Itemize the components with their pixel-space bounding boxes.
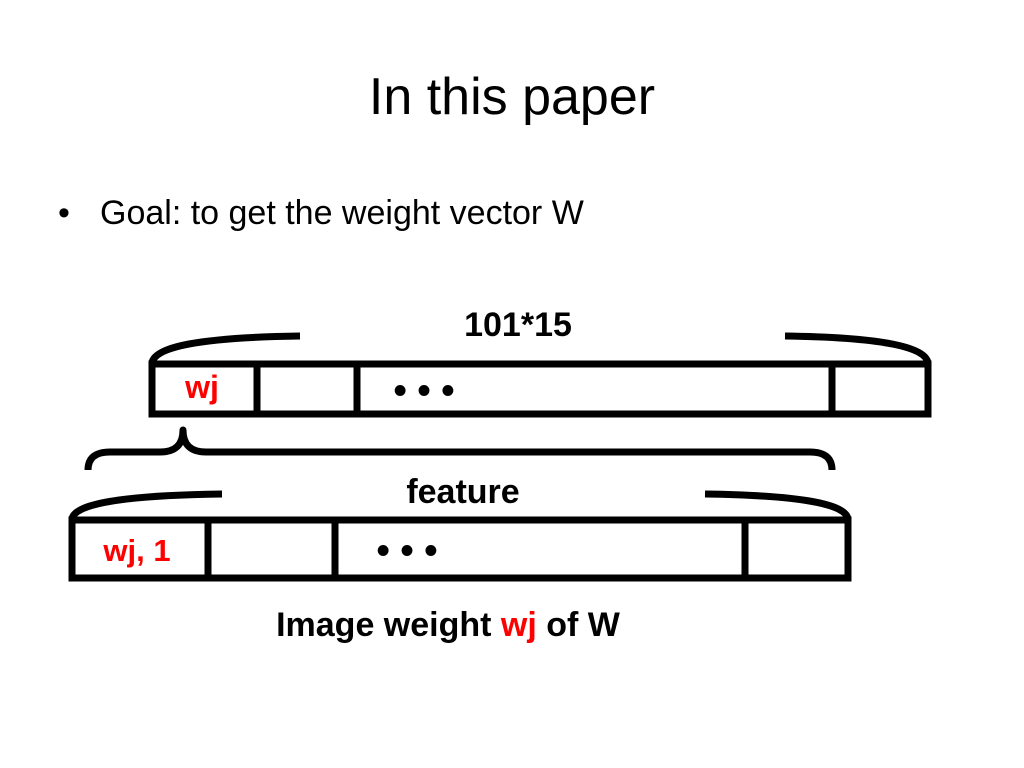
goal-bullet: • Goal: to get the weight vector W (58, 190, 584, 236)
bottom-span-bracket (68, 490, 852, 521)
diagram-caption: Image weight wj of W (276, 606, 621, 644)
caption-prefix: Image weight (276, 606, 501, 644)
goal-bullet-text: Goal: to get the weight vector W (100, 194, 584, 232)
bottom-first-cell-label: wj, 1 (102, 533, 170, 568)
top-span-bracket (148, 332, 932, 365)
top-vector: wj • • • (148, 360, 932, 418)
bullet-dot-icon: • (58, 194, 70, 232)
bottom-vector-size-label: feature (406, 473, 519, 511)
top-ellipsis: • • • (393, 370, 454, 412)
bottom-vector: wj, 1 • • • (68, 516, 852, 582)
top-vector-size-label: 101*15 (464, 306, 572, 344)
slide-title: In this paper (368, 68, 656, 126)
bottom-vector-outline (68, 516, 852, 582)
top-first-cell-label: wj (184, 369, 219, 405)
bottom-ellipsis: • • • (376, 530, 437, 572)
top-vector-outline (148, 360, 932, 418)
caption-suffix: of W (537, 606, 621, 644)
expansion-curly-brace (84, 426, 836, 471)
caption-highlight: wj (500, 606, 537, 644)
